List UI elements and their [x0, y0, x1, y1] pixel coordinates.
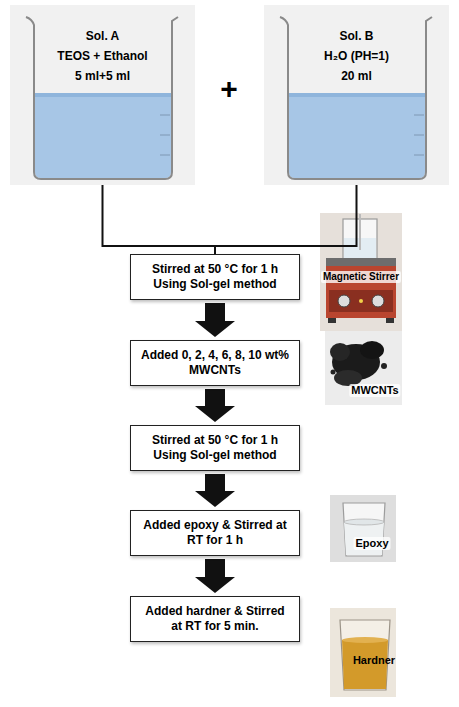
step-text: Added epoxy & Stirred at RT for 1 h	[139, 518, 291, 548]
foot	[328, 318, 336, 323]
solution-label: 20 ml	[264, 67, 449, 85]
flow-arrow	[195, 559, 235, 593]
picture-ground	[10, 5, 195, 185]
solution-label: TEOS + Ethanol	[10, 47, 195, 65]
flow-arrow	[195, 303, 235, 337]
graduation	[160, 135, 170, 136]
step-text: Added 0, 2, 4, 6, 8, 10 wt% MWCNTs	[139, 348, 291, 378]
graduation	[414, 135, 424, 136]
hot-plate	[326, 258, 396, 266]
step-text: Added hardner & Stirred at RT for 5 min.	[139, 604, 291, 634]
powder	[330, 343, 350, 361]
step-text: Stirred at 50 °C for 1 h Using Sol-gel m…	[139, 262, 291, 292]
merge-bracket	[215, 185, 357, 254]
beaker-node: Sol. B H₂O (PH=1) 20 ml	[264, 5, 449, 185]
process-box: Stirred at 50 °C for 1 h Using Sol-gel m…	[130, 425, 300, 471]
graduation	[414, 155, 424, 156]
photo-ground	[325, 331, 402, 405]
dial	[338, 295, 350, 307]
lamp	[359, 299, 363, 303]
hardner-photo	[330, 608, 396, 697]
control-panel	[329, 290, 393, 312]
photo-label: MWCNTs	[349, 384, 400, 397]
stirrer-photo	[320, 213, 402, 331]
dial	[372, 295, 384, 307]
powder	[381, 363, 387, 369]
foot	[386, 318, 394, 323]
flow-arrow	[195, 474, 235, 507]
epoxy-photo	[330, 495, 396, 562]
plus-sign: +	[220, 72, 238, 107]
liquid-surface	[344, 519, 384, 525]
solution-label: H₂O (PH=1)	[264, 47, 449, 65]
process-box: Added 0, 2, 4, 6, 8, 10 wt% MWCNTs	[130, 340, 300, 386]
photo-ground	[320, 213, 402, 331]
photo-ground	[330, 608, 396, 697]
liquid	[289, 95, 425, 178]
photo-ground	[330, 495, 396, 562]
liquid-surface	[342, 637, 388, 643]
liquid-surface	[35, 93, 171, 97]
photo-label: Magnetic Stirrer	[321, 271, 401, 283]
graduation	[160, 115, 170, 116]
mwcnt-photo	[325, 331, 402, 405]
solution-label: Sol. A	[10, 27, 195, 45]
merge-bracket	[103, 185, 216, 254]
process-box: Added epoxy & Stirred at RT for 1 h	[130, 510, 300, 556]
liquid	[35, 95, 171, 178]
powder	[331, 370, 336, 375]
liquid-surface	[289, 93, 425, 97]
process-box: Stirred at 50 °C for 1 h Using Sol-gel m…	[130, 254, 300, 300]
photo-label: Epoxy	[353, 537, 390, 550]
stir-rod	[359, 214, 361, 250]
solution-label: 5 ml+5 ml	[10, 67, 195, 85]
photo-label: Hardner	[353, 654, 395, 667]
powder	[360, 341, 384, 359]
step-text: Stirred at 50 °C for 1 h Using Sol-gel m…	[139, 433, 291, 463]
beaker-node: Sol. A TEOS + Ethanol 5 ml+5 ml	[10, 5, 195, 185]
process-box: Added hardner & Stirred at RT for 5 min.	[130, 596, 300, 642]
picture-ground	[264, 5, 449, 185]
flow-arrow	[195, 389, 235, 422]
graduation	[414, 115, 424, 116]
solution-label: Sol. B	[264, 27, 449, 45]
graduation	[160, 155, 170, 156]
